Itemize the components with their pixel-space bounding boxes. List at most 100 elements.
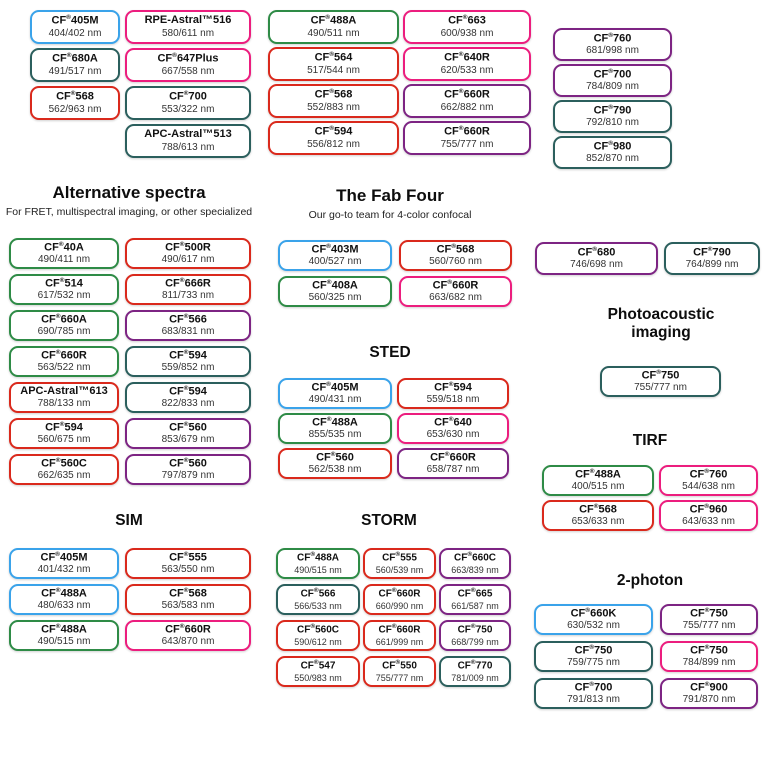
section-title: The Fab Four bbox=[336, 186, 444, 205]
dye-wavelengths: 552/883 nm bbox=[307, 101, 360, 113]
dye-name: CF®760 bbox=[593, 31, 632, 45]
dye-wavelengths: 668/799 nm bbox=[451, 636, 499, 647]
dye-wavelengths: 643/870 nm bbox=[161, 636, 215, 648]
dye-name: CF®560 bbox=[316, 450, 354, 464]
dye-wavelengths: 491/517 nm bbox=[48, 65, 102, 77]
dye-wavelengths: 683/831 nm bbox=[161, 326, 215, 338]
section-title: Photoacoustic imaging bbox=[607, 306, 715, 341]
dye-name: CF®594 bbox=[314, 125, 353, 138]
dye-wavelengths: 562/963 nm bbox=[48, 103, 102, 115]
section-sted: STED bbox=[270, 344, 510, 362]
dye-name: CF®514 bbox=[45, 276, 83, 290]
dye-wavelengths: 401/432 nm bbox=[37, 564, 91, 576]
dye-wavelengths: 791/813 nm bbox=[567, 694, 620, 706]
dye-wavelengths: 580/611 nm bbox=[161, 27, 215, 39]
dye-name: CF®560 bbox=[169, 420, 207, 434]
dye-name: CF®663 bbox=[448, 14, 486, 27]
dye-name: CF®560C bbox=[41, 456, 87, 470]
dye-name: CF®750 bbox=[457, 623, 493, 636]
dye-wavelengths: 490/431 nm bbox=[308, 394, 362, 406]
dye-wavelengths: 562/538 nm bbox=[308, 464, 362, 476]
dye-name: CF®594 bbox=[434, 380, 472, 394]
section-title: SIM bbox=[115, 512, 143, 529]
dye-wavelengths: 784/809 nm bbox=[586, 81, 639, 93]
dye-wavelengths: 490/515 nm bbox=[294, 564, 342, 575]
section-storm: STORM bbox=[268, 512, 510, 530]
dye-wavelengths: 490/515 nm bbox=[37, 636, 91, 648]
dye-name: CF®660R bbox=[41, 348, 87, 362]
dye-name: CF®550 bbox=[382, 659, 417, 672]
dye-wavelengths: 617/532 nm bbox=[37, 290, 91, 302]
dye-wavelengths: 797/879 nm bbox=[161, 470, 215, 482]
dye-wavelengths: 560/675 nm bbox=[37, 434, 91, 446]
dye-wavelengths: 811/733 nm bbox=[161, 290, 215, 302]
dye-wavelengths: 480/633 nm bbox=[37, 600, 91, 612]
dye-wavelengths: 559/518 nm bbox=[426, 394, 480, 406]
dye-wavelengths: 658/787 nm bbox=[426, 464, 480, 476]
dye-name: CF®594 bbox=[169, 384, 207, 398]
dye-name: CF®40A bbox=[44, 240, 84, 254]
dye-name: CF®960 bbox=[689, 502, 728, 516]
dye-name: CF®403M bbox=[311, 242, 359, 256]
dye-name: CF®660R bbox=[444, 88, 490, 101]
dye-name: CF®760 bbox=[689, 467, 728, 481]
section-tirf: TIRF bbox=[540, 432, 760, 450]
section-title: STED bbox=[369, 344, 411, 361]
dye-wavelengths: 855/535 nm bbox=[308, 429, 362, 441]
dye-wavelengths: 400/527 nm bbox=[308, 256, 362, 268]
dye-name: CF®750 bbox=[690, 643, 728, 657]
section-two-photon: 2-photon bbox=[540, 572, 760, 590]
dye-wavelengths: 755/777 nm bbox=[634, 382, 687, 394]
dye-name: CF®594 bbox=[169, 348, 207, 362]
dye-wavelengths: 660/990 nm bbox=[375, 600, 424, 611]
dye-name: APC-Astral™613 bbox=[20, 384, 108, 397]
dye-name: CF®700 bbox=[574, 680, 613, 694]
dye-name: CF®680A bbox=[52, 52, 98, 65]
dye-name: CF®568 bbox=[436, 242, 475, 256]
dye-wavelengths: 788/133 nm bbox=[37, 398, 91, 410]
dye-wavelengths: 784/899 nm bbox=[682, 657, 736, 669]
dye-name: CF®555 bbox=[169, 550, 207, 564]
dye-wavelengths: 559/852 nm bbox=[161, 362, 215, 374]
dye-wavelengths: 822/833 nm bbox=[161, 398, 215, 410]
dye-wavelengths: 755/777 nm bbox=[440, 138, 494, 150]
dye-name: CF®405M bbox=[311, 380, 359, 394]
dye-name: CF®488A bbox=[41, 586, 87, 600]
